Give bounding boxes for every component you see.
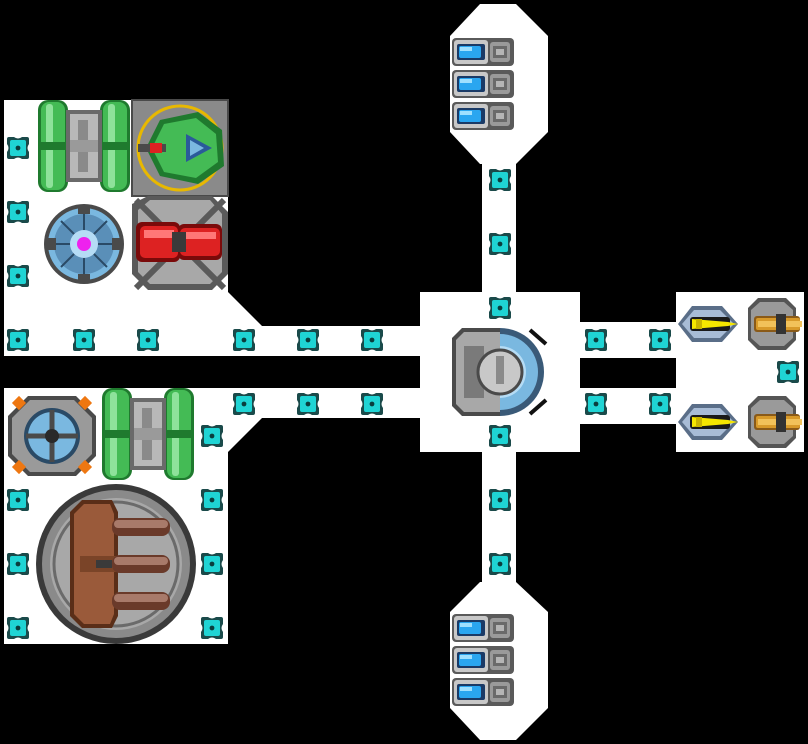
connector-node-icon[interactable] (233, 393, 255, 415)
connector-node-icon[interactable] (7, 489, 29, 511)
fuel-tank-lower[interactable] (102, 388, 194, 480)
bottom-battery-stack[interactable] (452, 614, 514, 706)
connector-node-icon[interactable] (297, 393, 319, 415)
battery-canister-icon[interactable] (452, 38, 514, 66)
connector-node-icon[interactable] (489, 425, 511, 447)
gyroscope-icon[interactable] (8, 395, 96, 476)
connector-node-icon[interactable] (201, 553, 223, 575)
connector-node-icon[interactable] (233, 329, 255, 351)
battery-canister-icon[interactable] (452, 102, 514, 130)
command-core-icon[interactable] (452, 328, 548, 416)
connector-node-icon[interactable] (585, 329, 607, 351)
connector-node-icon[interactable] (297, 329, 319, 351)
connector-node-icon[interactable] (201, 425, 223, 447)
fuel-tank-icon[interactable] (38, 100, 130, 192)
connector-node-icon[interactable] (7, 617, 29, 639)
battery-canister-icon[interactable] (452, 614, 514, 642)
connector-node-icon[interactable] (201, 617, 223, 639)
connector-node-icon[interactable] (489, 553, 511, 575)
red-weapon-icon[interactable] (132, 196, 228, 291)
connector-node-icon[interactable] (201, 489, 223, 511)
connector-node-icon[interactable] (361, 393, 383, 415)
reactor-core-icon[interactable] (44, 204, 124, 284)
artillery-turret-icon[interactable] (36, 484, 196, 644)
connector-node-icon[interactable] (7, 201, 29, 223)
connector-node-icon[interactable] (489, 169, 511, 191)
connector-node-icon[interactable] (7, 137, 29, 159)
connector-node-icon[interactable] (137, 329, 159, 351)
connector-node-icon[interactable] (7, 265, 29, 287)
connector-node-icon[interactable] (489, 297, 511, 319)
connector-node-icon[interactable] (585, 393, 607, 415)
connector-node-icon[interactable] (649, 393, 671, 415)
cockpit-icon[interactable] (131, 99, 229, 197)
battery-canister-icon[interactable] (452, 70, 514, 98)
fuel-tank-upper[interactable] (38, 100, 130, 192)
fuel-tank-icon[interactable] (102, 388, 194, 480)
top-battery-stack[interactable] (452, 38, 514, 130)
battery-canister-icon[interactable] (452, 646, 514, 674)
connector-node-icon[interactable] (489, 489, 511, 511)
connector-node-icon[interactable] (777, 361, 799, 383)
connector-node-icon[interactable] (489, 233, 511, 255)
connector-node-icon[interactable] (361, 329, 383, 351)
connector-node-icon[interactable] (73, 329, 95, 351)
connector-node-icon[interactable] (7, 553, 29, 575)
connector-node-icon[interactable] (649, 329, 671, 351)
battery-canister-icon[interactable] (452, 678, 514, 706)
connector-node-icon[interactable] (7, 329, 29, 351)
